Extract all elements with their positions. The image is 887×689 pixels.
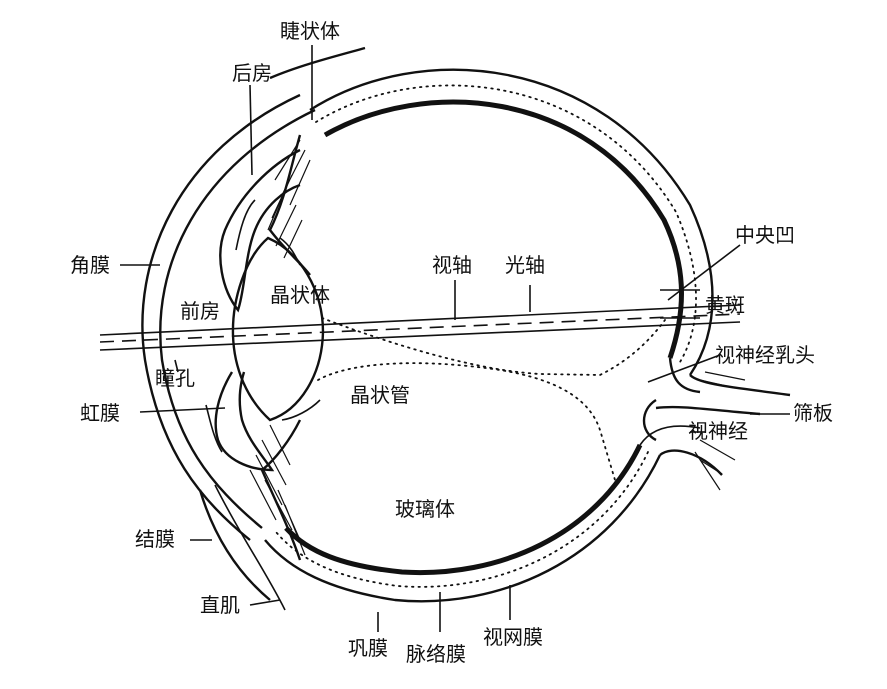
label-optical-axis: 光轴 bbox=[505, 253, 545, 277]
optic-nerve-fibers bbox=[694, 371, 746, 491]
cornea-inner bbox=[159, 108, 316, 529]
label-retina: 视网膜 bbox=[483, 625, 543, 649]
choroid-layer-lower bbox=[275, 451, 649, 588]
ciliary-body-lower bbox=[260, 419, 302, 561]
retina-layer bbox=[323, 99, 684, 359]
optic-nerve-top bbox=[689, 374, 791, 397]
label-optic-nerve: 视神经 bbox=[688, 419, 748, 443]
label-posterior-chamber: 后房 bbox=[232, 61, 272, 85]
conjunctiva-outline bbox=[269, 46, 366, 80]
label-macula: 黄斑 bbox=[705, 293, 745, 317]
label-iris: 虹膜 bbox=[80, 401, 120, 425]
cornea-outer bbox=[141, 93, 301, 541]
retina-layer-lower bbox=[284, 443, 643, 576]
label-lens: 晶状体 bbox=[270, 283, 330, 307]
label-lamina-cribrosa: 筛板 bbox=[793, 401, 833, 425]
leader-rectus bbox=[249, 599, 281, 606]
rectus-muscle-line bbox=[198, 489, 271, 601]
optic-nerve-mid bbox=[668, 357, 701, 394]
ciliary-fibers-lower bbox=[249, 424, 306, 556]
optic-nerve-inner bbox=[655, 405, 761, 416]
optic-nerve-sheath bbox=[639, 425, 701, 446]
rectus-muscle-line-2 bbox=[214, 484, 286, 611]
label-hyaloid-canal: 晶状管 bbox=[350, 383, 410, 407]
label-optic-disc: 视神经乳头 bbox=[715, 343, 815, 367]
zonule-upper bbox=[279, 237, 301, 266]
ciliary-fibers-upper bbox=[267, 139, 311, 259]
sclera-outer bbox=[309, 68, 714, 376]
hyaloid-canal-upper bbox=[321, 317, 666, 376]
iris-lower bbox=[214, 371, 275, 472]
choroid-layer bbox=[315, 84, 697, 363]
label-pupil: 瞳孔 bbox=[155, 366, 195, 390]
lamina-cribrosa bbox=[642, 398, 657, 442]
zonule-lower bbox=[281, 399, 321, 421]
sclera-outer-lower bbox=[264, 454, 662, 603]
optical-axis-line-2 bbox=[99, 321, 741, 351]
label-sclera: 巩膜 bbox=[348, 636, 388, 660]
leader-iris bbox=[139, 407, 226, 413]
label-vitreous-body: 玻璃体 bbox=[395, 497, 455, 521]
label-anterior-chamber: 前房 bbox=[180, 299, 220, 323]
leader-optic-disc bbox=[647, 354, 721, 383]
optical-axis-line bbox=[99, 304, 741, 336]
label-cornea: 角膜 bbox=[70, 253, 110, 277]
leader-posterior-chamber bbox=[249, 84, 253, 176]
lens bbox=[231, 236, 325, 422]
iris-upper-fold bbox=[235, 199, 256, 251]
optic-nerve-bottom bbox=[659, 449, 723, 476]
label-fovea: 中央凹 bbox=[735, 223, 795, 247]
optical-axis-dash bbox=[99, 313, 741, 343]
iris-upper bbox=[219, 148, 301, 313]
hyaloid-canal-lower bbox=[317, 362, 616, 481]
label-choroid: 脉络膜 bbox=[406, 642, 466, 666]
leader-fovea bbox=[667, 244, 741, 301]
label-visual-axis: 视轴 bbox=[432, 253, 472, 277]
label-rectus-muscle: 直肌 bbox=[200, 593, 240, 617]
label-conjunctiva: 结膜 bbox=[135, 527, 175, 551]
label-ciliary-body: 睫状体 bbox=[280, 19, 340, 43]
leader-pupil bbox=[174, 359, 179, 373]
